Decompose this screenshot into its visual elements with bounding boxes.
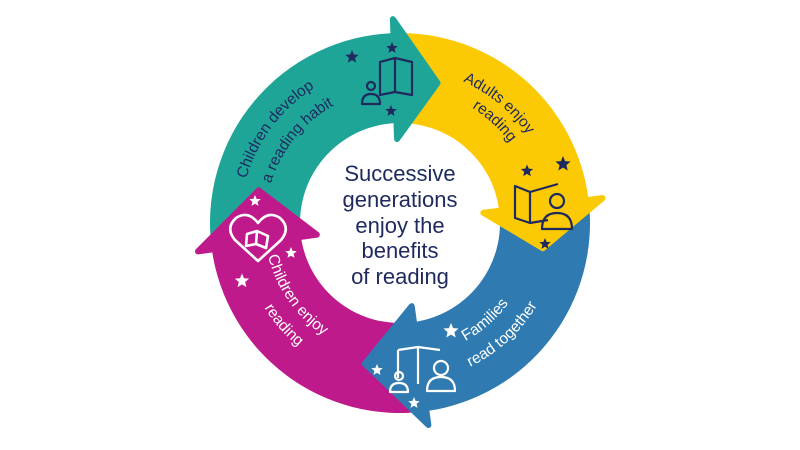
center-line: of reading — [351, 264, 449, 289]
star-icon — [408, 397, 420, 408]
segment-adults-enjoy-reading — [393, 33, 589, 211]
star-icon — [386, 42, 398, 53]
family-reading-book-icon — [388, 345, 457, 394]
star-icon — [345, 50, 359, 63]
child-reading-book-icon — [360, 56, 414, 106]
segment-families-read-together — [413, 199, 590, 412]
star-icon — [443, 323, 459, 338]
star-icon — [249, 195, 261, 206]
star-icon — [555, 156, 571, 171]
center-line: generations — [343, 187, 458, 212]
arrowhead-families-read-together — [361, 303, 432, 429]
center-line: Successive — [344, 161, 455, 186]
center-line: benefits — [361, 238, 438, 263]
star-icon — [520, 164, 534, 177]
star-icon — [539, 238, 551, 249]
center-message: Successive generations enjoy the benefit… — [343, 161, 458, 289]
star-icon — [234, 273, 250, 288]
adult-reading-book-icon — [513, 182, 574, 231]
heart-book-icon — [228, 213, 288, 263]
star-icon — [385, 105, 397, 116]
star-icon — [285, 247, 297, 258]
star-icon — [371, 364, 383, 375]
center-line: enjoy the — [355, 213, 444, 238]
